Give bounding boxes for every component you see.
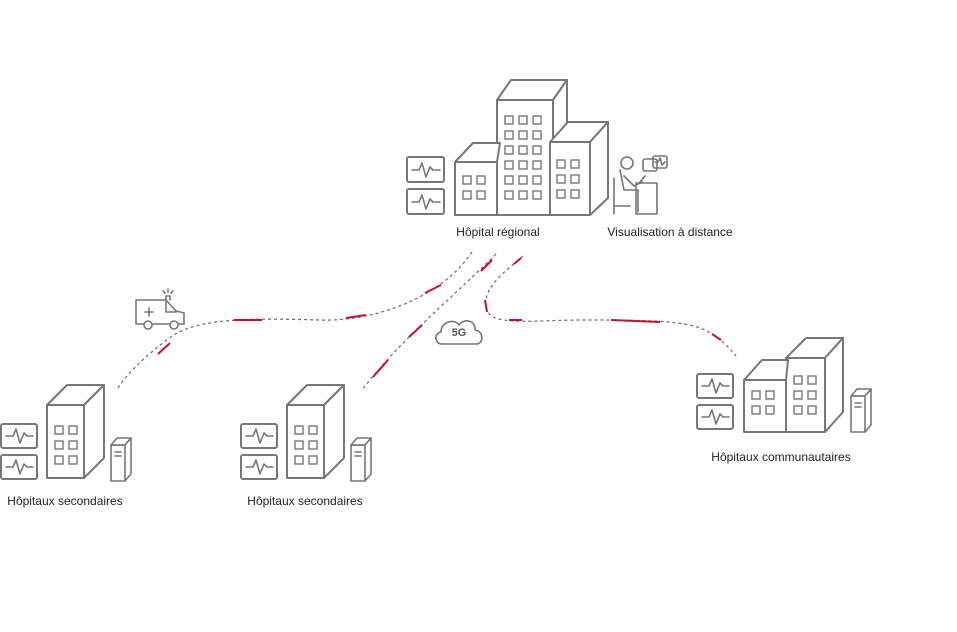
link-regional-to-community (484, 255, 737, 357)
remote-visualisation-label: Visualisation à distance (607, 225, 733, 239)
monitor-icon (406, 156, 445, 183)
community-hospital-icon (743, 337, 844, 433)
regional-hospital-label: Hôpital régional (456, 225, 540, 239)
monitor-icon (240, 454, 278, 480)
regional-hospital-icon (454, 79, 609, 216)
monitor-icon (0, 454, 38, 480)
monitor-icon (0, 423, 38, 449)
cloud-5g-label: 5G (451, 327, 467, 339)
secondary-hospital-2-icon (286, 384, 345, 479)
monitor-icon (696, 373, 734, 399)
secondary-hospital-2-label: Hôpitaux secondaires (247, 494, 363, 508)
ambulance-icon (135, 288, 185, 330)
server-icon (350, 437, 372, 482)
server-icon (110, 437, 132, 482)
cloud-5g-icon (435, 320, 483, 345)
secondary-hospital-1-icon (46, 384, 105, 479)
server-icon (850, 388, 872, 433)
link-regional-to-secondary-1 (117, 251, 473, 389)
monitor-icon (406, 188, 445, 215)
monitor-icon (696, 404, 734, 430)
remote-doctor-icon (613, 155, 668, 215)
link-regional-to-secondary-2 (361, 253, 497, 391)
secondary-hospital-1-label: Hôpitaux secondaires (7, 494, 123, 508)
community-hospital-label: Hôpitaux communautaires (711, 450, 851, 464)
monitor-icon (240, 423, 278, 449)
